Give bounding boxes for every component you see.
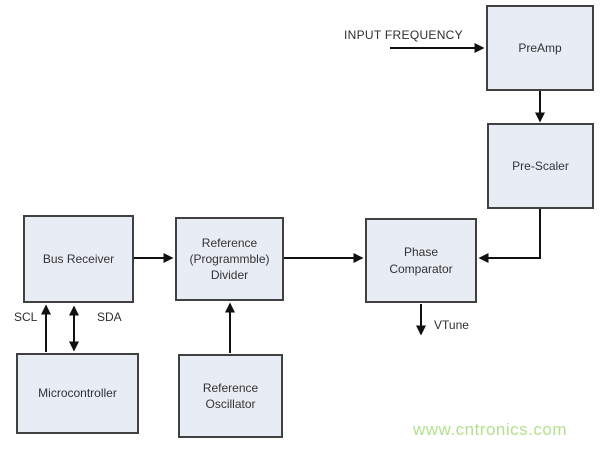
block-reference-oscillator: Reference Oscillator — [178, 354, 283, 438]
block-microcontroller: Microcontroller — [16, 353, 139, 434]
input-frequency-label: INPUT FREQUENCY — [344, 28, 463, 42]
sda-label: SDA — [97, 310, 122, 324]
block-prescaler: Pre-Scaler — [487, 123, 594, 209]
block-preamp: PreAmp — [486, 5, 594, 91]
connector-prescaler-to-phase-comparator — [478, 209, 541, 263]
vtune-label: VTune — [434, 318, 469, 332]
scl-label: SCL — [14, 310, 38, 324]
block-bus-receiver: Bus Receiver — [23, 215, 134, 303]
block-reference-divider: Reference (Programmble) Divider — [175, 217, 284, 301]
watermark: www.cntronics.com — [413, 420, 567, 439]
block-phase-comparator: Phase Comparator — [365, 218, 477, 303]
